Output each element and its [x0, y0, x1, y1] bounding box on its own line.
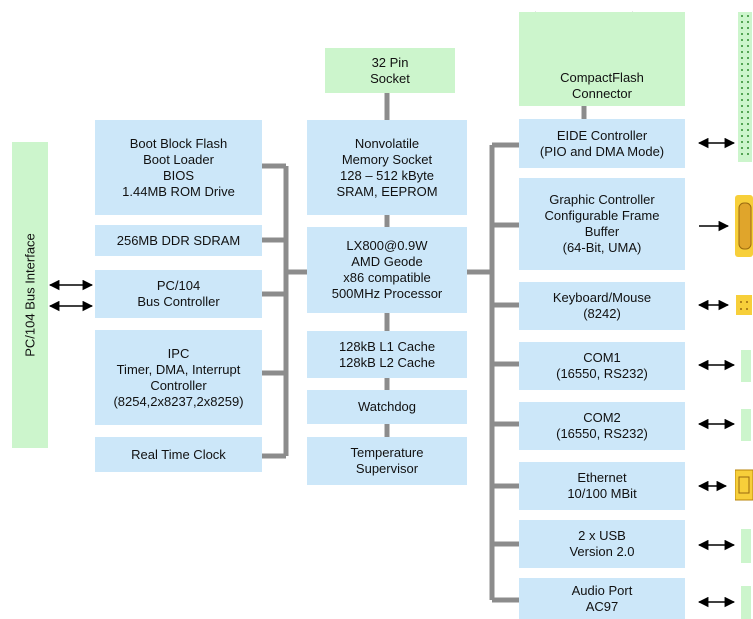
watchdog-text: Watchdog — [357, 399, 417, 414]
com2-text: COM2 (16550, RS232) — [556, 410, 648, 441]
rtc-text: Real Time Clock — [131, 446, 226, 462]
pc104-controller-text: PC/104 Bus Controller — [137, 278, 220, 309]
external-connectors — [735, 12, 753, 619]
eide-text: EIDE Controller (PIO and DMA Mode) — [539, 127, 665, 159]
vga-connector-icon — [735, 195, 753, 257]
pc104-bus-interface — [12, 142, 48, 448]
left-bus-lines — [262, 163, 307, 459]
com2-block: COM2 (16550, RS232) — [519, 402, 685, 450]
cache-text: 128kB L1 Cache 128kB L2 Cache — [338, 338, 436, 370]
bus-arrows — [48, 279, 94, 312]
socket-block: 32 Pin Socket — [325, 48, 455, 93]
ipc-block: IPC Timer, DMA, Interrupt Controller (82… — [95, 330, 262, 425]
cpu-block: LX800@0.9W AMD Geode x86 compatible 500M… — [307, 227, 467, 313]
watchdog-block: Watchdog — [307, 390, 467, 424]
rtc-block: Real Time Clock — [95, 437, 262, 472]
audio-block: Audio Port AC97 — [519, 578, 685, 619]
ddr-sdram-block: 256MB DDR SDRAM — [95, 225, 262, 256]
usb-block: 2 x USB Version 2.0 — [519, 520, 685, 568]
ipc-text: IPC Timer, DMA, Interrupt Controller (82… — [113, 345, 244, 409]
nvmem-block: Nonvolatile Memory Socket 128 – 512 kByt… — [307, 120, 467, 215]
external-arrows — [697, 137, 736, 608]
ddr-sdram-text: 256MB DDR SDRAM — [116, 232, 241, 248]
socket-text: 32 Pin Socket — [370, 54, 410, 86]
audio-text: Audio Port AC97 — [571, 582, 633, 614]
compactflash-block: CompactFlash Connector — [519, 12, 685, 106]
ethernet-text: Ethernet 10/100 MBit — [567, 470, 637, 501]
com1-block: COM1 (16550, RS232) — [519, 342, 685, 390]
right-bus-lines — [467, 142, 519, 603]
com2-header-icon — [741, 409, 751, 441]
audio-header-icon — [741, 586, 751, 619]
cache-block: 128kB L1 Cache 128kB L2 Cache — [307, 331, 467, 378]
nvmem-text: Nonvolatile Memory Socket 128 – 512 kByt… — [336, 135, 438, 199]
temp-supervisor-text: Temperature Supervisor — [350, 445, 424, 476]
eide-header-icon — [738, 12, 752, 162]
graphic-text: Graphic Controller Configurable Frame Bu… — [544, 192, 660, 255]
bus-interface-label: PC/104 Bus Interface — [22, 233, 38, 357]
pc104-controller-block: PC/104 Bus Controller — [95, 270, 262, 318]
ethernet-block: Ethernet 10/100 MBit — [519, 462, 685, 510]
center-stack-lines — [384, 93, 587, 437]
boot-flash-block: Boot Block Flash Boot Loader BIOS 1.44MB… — [95, 120, 262, 215]
keyboard-block: Keyboard/Mouse (8242) — [519, 282, 685, 330]
boot-flash-text: Boot Block Flash Boot Loader BIOS 1.44MB… — [122, 135, 235, 199]
keyboard-text: Keyboard/Mouse (8242) — [552, 290, 652, 321]
usb-text: 2 x USB Version 2.0 — [569, 528, 635, 559]
cpu-text: LX800@0.9W AMD Geode x86 compatible 500M… — [331, 238, 443, 301]
com1-text: COM1 (16550, RS232) — [556, 350, 648, 381]
graphic-block: Graphic Controller Configurable Frame Bu… — [519, 178, 685, 270]
eide-block: EIDE Controller (PIO and DMA Mode) — [519, 119, 685, 168]
temp-supervisor-block: Temperature Supervisor — [307, 437, 467, 485]
compactflash-text: CompactFlash Connector — [560, 70, 644, 101]
